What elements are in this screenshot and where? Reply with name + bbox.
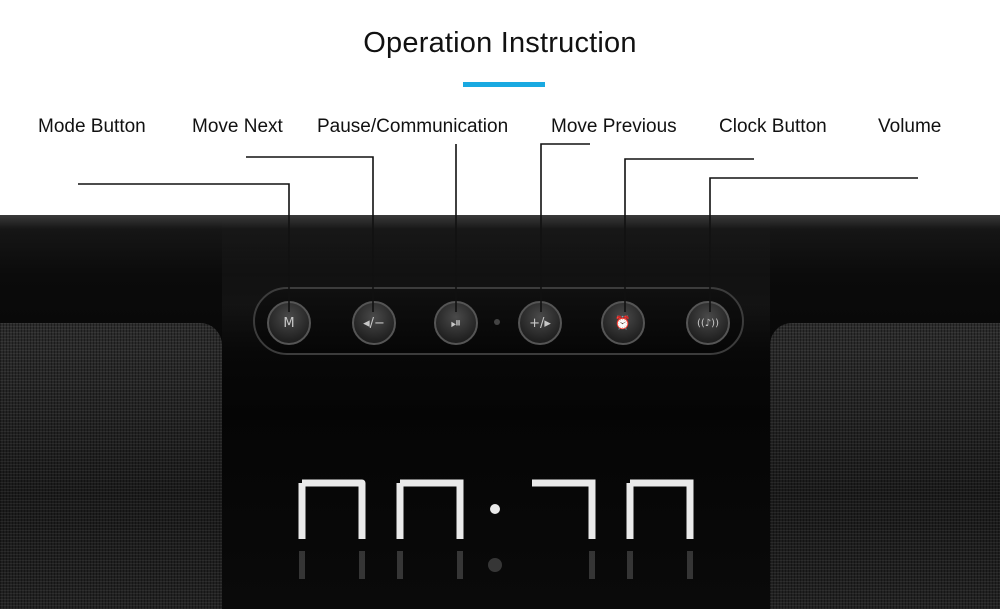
volume-icon: ((♪)) <box>697 317 719 329</box>
label-mode-button: Mode Button <box>38 116 146 137</box>
clock-button[interactable]: ⏰ <box>601 301 645 345</box>
callout-line-volume <box>709 177 918 312</box>
label-move-next: Move Next <box>192 116 283 137</box>
page-title: Operation Instruction <box>363 27 637 59</box>
move-next-glyph: ◂/− <box>363 315 385 331</box>
label-clock-button: Clock Button <box>719 116 827 137</box>
fabric-grille-right <box>770 323 1000 609</box>
led-clock-display <box>298 479 694 579</box>
move-next-button[interactable]: ◂/− <box>352 301 396 345</box>
callout-line-clock <box>624 158 754 312</box>
callout-line-mode <box>78 183 290 312</box>
clock-digit-1 <box>298 479 366 539</box>
clock-colon <box>490 504 500 514</box>
label-volume: Volume <box>878 116 942 137</box>
clock-reflection <box>299 551 693 579</box>
callout-line-next <box>246 156 374 312</box>
play-pause-icon: ⏯ <box>450 315 462 331</box>
volume-button[interactable]: ((♪)) <box>686 301 730 345</box>
microphone-dot <box>494 319 500 325</box>
mode-button-glyph: M <box>283 315 295 331</box>
fabric-grille-left <box>0 323 222 609</box>
title-underline <box>463 82 545 87</box>
label-pause-communication: Pause/Communication <box>317 116 509 137</box>
label-move-previous: Move Previous <box>551 116 677 137</box>
speaker-bar: M ◂/− ⏯ +/▸ ⏰ ((♪)) <box>0 215 1000 609</box>
alarm-clock-icon: ⏰ <box>614 315 632 331</box>
move-previous-button[interactable]: +/▸ <box>518 301 562 345</box>
clock-digit-2 <box>396 479 464 539</box>
clock-digit-3 <box>532 479 596 539</box>
move-previous-glyph: +/▸ <box>529 315 551 331</box>
clock-digit-4 <box>626 479 694 539</box>
panel-shine <box>222 215 770 609</box>
callout-line-previous <box>540 143 590 312</box>
